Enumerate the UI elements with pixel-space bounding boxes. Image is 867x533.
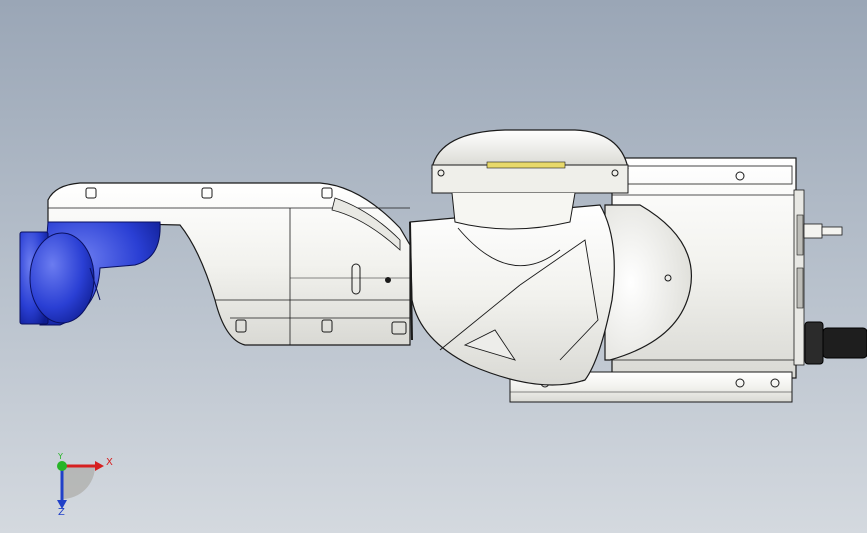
triad-graphic bbox=[57, 461, 104, 509]
coordinate-triad: X Y Z bbox=[40, 452, 130, 522]
y-axis-label: Y bbox=[58, 452, 63, 461]
x-axis-label: X bbox=[106, 457, 113, 468]
top-cover bbox=[431, 129, 629, 230]
x-axis-arrowhead bbox=[95, 461, 104, 471]
end-flange bbox=[19, 221, 161, 326]
cable-outlet bbox=[804, 321, 867, 365]
z-axis-label: Z bbox=[58, 507, 65, 518]
y-axis-dot bbox=[57, 461, 67, 471]
joint2-housing bbox=[604, 204, 692, 361]
arm-elbow bbox=[409, 204, 615, 386]
z-axis-arrowhead bbox=[57, 500, 67, 509]
rear-connector bbox=[803, 223, 843, 239]
